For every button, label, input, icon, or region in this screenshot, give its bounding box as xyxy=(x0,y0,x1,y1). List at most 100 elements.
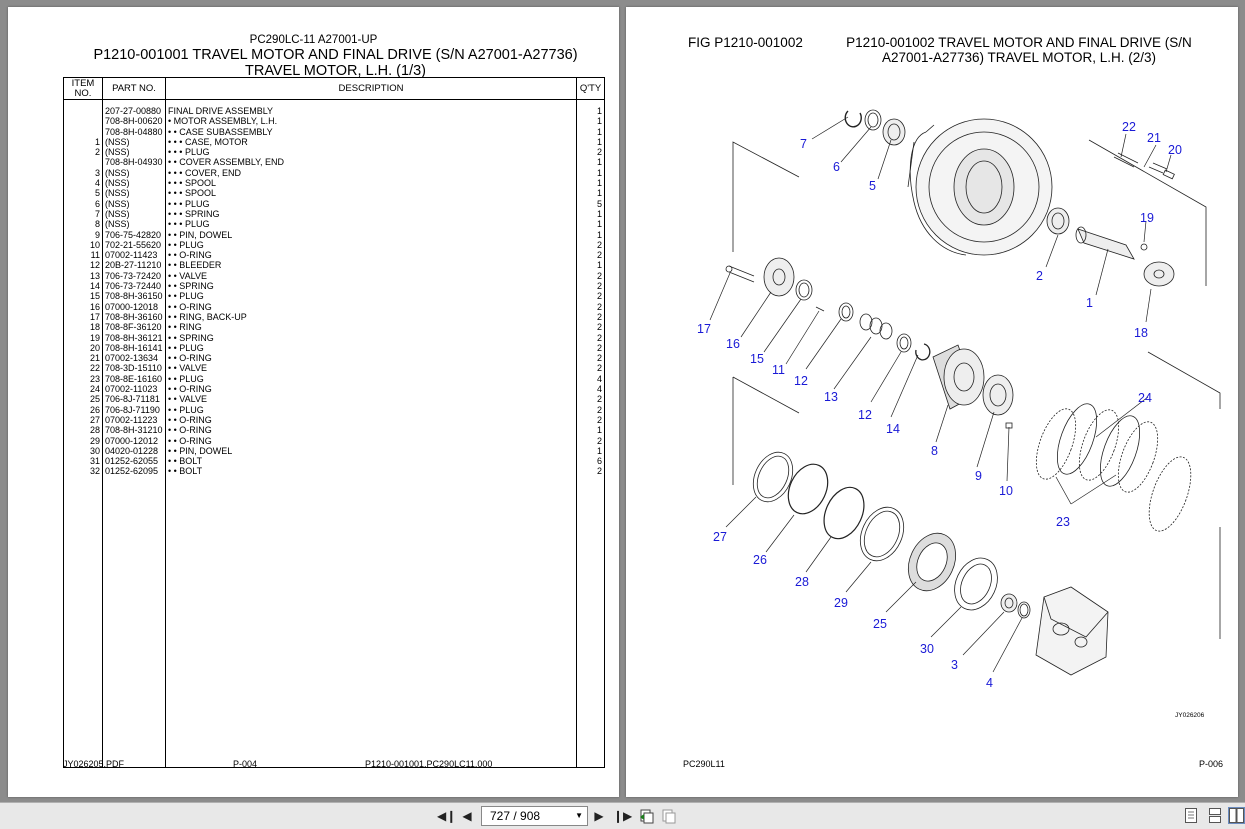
callout-number: 27 xyxy=(713,530,727,544)
group-frame-lines xyxy=(732,139,1221,639)
viewer-toolbar: ◀❙ ◀ 727 / 908 ▼ ▶ ❙▶ xyxy=(0,802,1245,829)
qty-cell: 1 xyxy=(576,136,605,148)
item-no-cell: 14 xyxy=(63,281,103,292)
item-no-cell: 25 xyxy=(63,394,103,405)
callout-number: 20 xyxy=(1168,143,1182,157)
footer-model: PC290L11 xyxy=(683,759,725,769)
fig-label: FIG P1210-001002 xyxy=(688,35,803,50)
description-cell: • • • COVER, END xyxy=(165,167,577,179)
next-page-icon[interactable]: ▶ xyxy=(594,809,604,823)
part-no-cell: 706-73-72440 xyxy=(102,281,166,292)
description-cell: • • • PLUG xyxy=(165,198,577,209)
item-no-cell: 23 xyxy=(63,373,103,385)
description-cell: • • VALVE xyxy=(165,394,577,405)
part-no-cell: 708-8E-16160 xyxy=(102,373,166,385)
item-no-cell: 24 xyxy=(63,384,103,395)
description-cell: • • O-RING xyxy=(165,414,577,426)
callout-number: 13 xyxy=(824,390,838,404)
part-no-cell: (NSS) xyxy=(102,208,166,220)
part-no-cell: 706-75-42820 xyxy=(102,229,166,240)
part-no-cell: (NSS) xyxy=(102,219,166,230)
part-no-cell: 708-8H-04930 xyxy=(102,157,166,168)
qty-cell: 2 xyxy=(576,404,605,415)
part-no-cell: 708-8H-36160 xyxy=(102,311,166,323)
item-no-cell: 4 xyxy=(63,178,103,189)
last-page-icon[interactable]: ❙▶ xyxy=(613,809,633,823)
item-no-cell: 8 xyxy=(63,219,103,230)
callout-number: 7 xyxy=(800,137,807,151)
callout-number: 17 xyxy=(697,322,711,336)
qty-cell: 2 xyxy=(576,332,605,343)
item-no-cell: 9 xyxy=(63,229,103,240)
single-page-view-icon[interactable] xyxy=(1185,808,1197,823)
item-no-cell xyxy=(63,116,103,127)
description-cell: • • O-RING xyxy=(165,250,577,261)
item-no-cell: 20 xyxy=(63,342,103,354)
facing-view-icon[interactable] xyxy=(1228,807,1245,824)
table-filler-row xyxy=(63,476,605,768)
lower-rings xyxy=(752,451,1031,619)
description-cell: • • PLUG xyxy=(165,404,577,415)
description-cell: • • CASE SUBASSEMBLY xyxy=(165,126,577,137)
continuous-view-icon[interactable] xyxy=(1209,808,1221,823)
item-no-cell: 15 xyxy=(63,291,103,302)
first-page-icon[interactable]: ◀❙ xyxy=(437,809,457,823)
part-no-cell: 07000-12018 xyxy=(102,301,166,312)
next-view-icon[interactable] xyxy=(661,808,677,824)
model-subtitle: PC290LC-11 A27001-UP xyxy=(249,34,378,46)
diagram-page: FIG P1210-001002 P1210-001002 TRAVEL MOT… xyxy=(626,7,1238,797)
qty-cell: 2 xyxy=(576,342,605,354)
qty-cell: 2 xyxy=(576,281,605,292)
qty-cell: 1 xyxy=(576,445,605,457)
page-number-select[interactable]: 727 / 908 ▼ xyxy=(481,806,588,826)
callout-number: 24 xyxy=(1138,391,1152,405)
item-no-cell: 18 xyxy=(63,322,103,333)
qty-cell: 1 xyxy=(576,116,605,127)
description-cell: • • PLUG xyxy=(165,239,577,251)
item-no-cell: 5 xyxy=(63,188,103,199)
part-no-cell: 708-8H-31210 xyxy=(102,425,166,436)
qty-cell: 2 xyxy=(576,239,605,251)
description-cell: • • BOLT xyxy=(165,466,577,477)
empty-cell xyxy=(165,476,577,768)
qty-cell: 1 xyxy=(576,106,605,117)
callout-number: 15 xyxy=(750,352,764,366)
item-no-cell: 29 xyxy=(63,435,103,446)
item-no-cell xyxy=(63,106,103,117)
qty-cell: 6 xyxy=(576,456,605,467)
qty-cell: 4 xyxy=(576,373,605,385)
part-no-cell: 706-8J-71190 xyxy=(102,404,166,415)
prev-view-icon[interactable] xyxy=(639,808,655,824)
description-cell: • • BOLT xyxy=(165,456,577,467)
qty-cell: 2 xyxy=(576,250,605,261)
qty-cell: 1 xyxy=(576,167,605,179)
end-cover xyxy=(1035,586,1109,676)
description-cell: • • • PLUG xyxy=(165,147,577,158)
callout-number: 28 xyxy=(795,575,809,589)
description-cell: • • • PLUG xyxy=(165,219,577,230)
description-cell: FINAL DRIVE ASSEMBLY xyxy=(165,106,577,117)
item-no-cell xyxy=(63,126,103,137)
item-no-cell: 3 xyxy=(63,167,103,179)
prev-page-icon[interactable]: ◀ xyxy=(462,809,472,823)
description-cell: • • PIN, DOWEL xyxy=(165,229,577,240)
